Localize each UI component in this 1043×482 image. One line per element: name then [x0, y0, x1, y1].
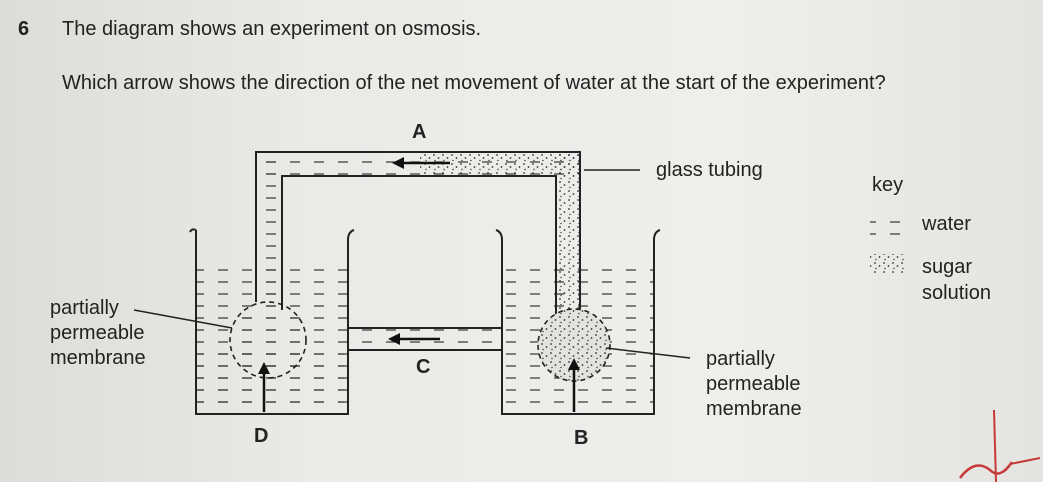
- arrow-label-a: A: [412, 121, 427, 143]
- glass-tubing-label: glass tubing: [656, 159, 763, 181]
- arrow-label-c: C: [416, 356, 431, 378]
- arrow-label-b: B: [574, 427, 589, 449]
- pen-mark: [959, 409, 1041, 482]
- question-prompt: Which arrow shows the direction of the n…: [62, 72, 886, 94]
- arrow-b: [568, 358, 580, 412]
- left-membrane-label: partially permeable membrane: [50, 296, 146, 371]
- key-water-swatch: [870, 218, 904, 236]
- arrow-label-d: D: [254, 425, 269, 447]
- key-water-label: water: [922, 213, 971, 235]
- key-sugar-swatch: [870, 254, 904, 274]
- arrow-d: [258, 362, 270, 412]
- right-membrane-label: partially permeable membrane: [706, 347, 802, 422]
- right-membrane-label-line1: partially: [706, 348, 775, 370]
- arrow-a: [392, 157, 450, 169]
- key-sugar-line2: solution: [922, 282, 991, 304]
- left-membrane-label-line3: membrane: [50, 347, 146, 369]
- left-membrane-label-line2: permeable: [50, 322, 145, 344]
- right-membrane-pointer: [605, 347, 691, 359]
- question-number: 6: [18, 18, 30, 40]
- left-membrane-pointer: [133, 309, 233, 329]
- left-membrane-label-line1: partially: [50, 297, 119, 319]
- key-title: key: [872, 174, 904, 196]
- arrow-c: [388, 333, 440, 345]
- right-membrane-label-line3: membrane: [706, 398, 802, 420]
- key-sugar-label: sugar solution: [922, 254, 991, 306]
- right-membrane-label-line2: permeable: [706, 373, 801, 395]
- key-sugar-line1: sugar: [922, 256, 973, 278]
- question-text: The diagram shows an experiment on osmos…: [62, 18, 482, 40]
- left-membrane-bag: [229, 301, 307, 379]
